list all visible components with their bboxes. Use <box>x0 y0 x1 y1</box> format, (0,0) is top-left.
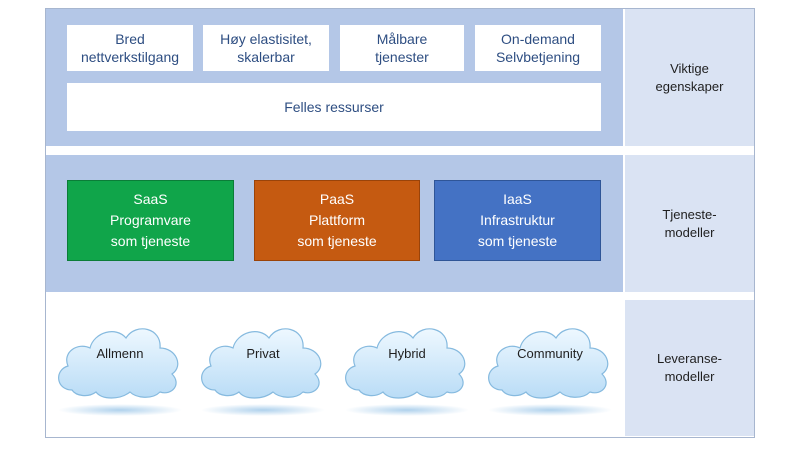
deployment-model-community: Community <box>480 312 620 420</box>
cloud-icon <box>345 328 469 416</box>
shared-resources-box: Felles ressurser <box>67 83 601 131</box>
cloud-icon <box>201 328 325 416</box>
cloud-label: Community <box>517 346 583 361</box>
cloud-label: Allmenn <box>96 346 144 361</box>
feature-broad-network-access: Bred nettverkstilgang <box>67 25 193 71</box>
deployment-model-private: Privat <box>193 312 333 420</box>
deployment-model-public: Allmenn <box>50 312 190 420</box>
service-model-paas: PaaS Plattform som tjeneste <box>254 180 420 261</box>
side-label-characteristics: Viktige egenskaper <box>625 9 754 146</box>
side-label-deployment-models: Leveranse- modeller <box>625 300 754 436</box>
deployment-model-hybrid: Hybrid <box>337 312 477 420</box>
feature-high-elasticity: Høy elastisitet, skalerbar <box>203 25 329 71</box>
cloud-icon <box>488 328 612 416</box>
side-label-service-models: Tjeneste- modeller <box>625 155 754 292</box>
feature-measurable-services: Målbare tjenester <box>340 25 464 71</box>
service-model-iaas: IaaS Infrastruktur som tjeneste <box>434 180 601 261</box>
cloud-label: Hybrid <box>388 346 426 361</box>
cloud-icon <box>58 328 182 416</box>
cloud-label: Privat <box>246 346 280 361</box>
service-model-saas: SaaS Programvare som tjeneste <box>67 180 234 261</box>
feature-on-demand-self-service: On-demand Selvbetjening <box>475 25 601 71</box>
